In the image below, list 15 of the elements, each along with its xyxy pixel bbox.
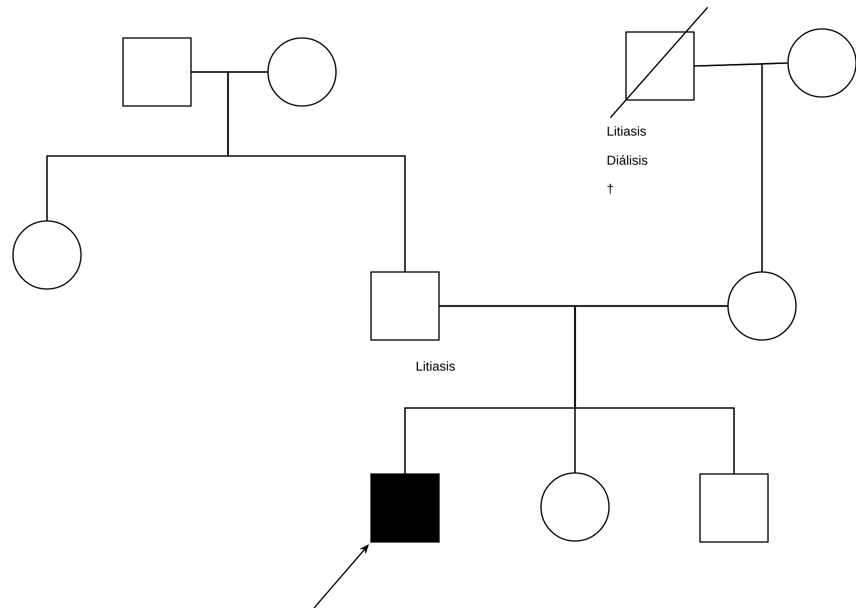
descent-line xyxy=(227,71,406,272)
affected-male-square xyxy=(370,473,440,543)
descent-line xyxy=(761,62,788,272)
male-square xyxy=(122,37,192,107)
deceased-male-square xyxy=(610,6,708,118)
female-circle xyxy=(267,37,337,107)
female-circle xyxy=(727,271,797,341)
node-annotation: † xyxy=(608,184,614,194)
male-square xyxy=(699,473,769,543)
female-circle xyxy=(12,220,82,290)
node-annotation: Diálisis xyxy=(608,155,648,165)
male-square xyxy=(370,271,440,341)
node-annotation: Litiasis xyxy=(608,126,646,136)
female-circle xyxy=(540,472,610,542)
node-annotation: Litiasis xyxy=(416,361,455,371)
